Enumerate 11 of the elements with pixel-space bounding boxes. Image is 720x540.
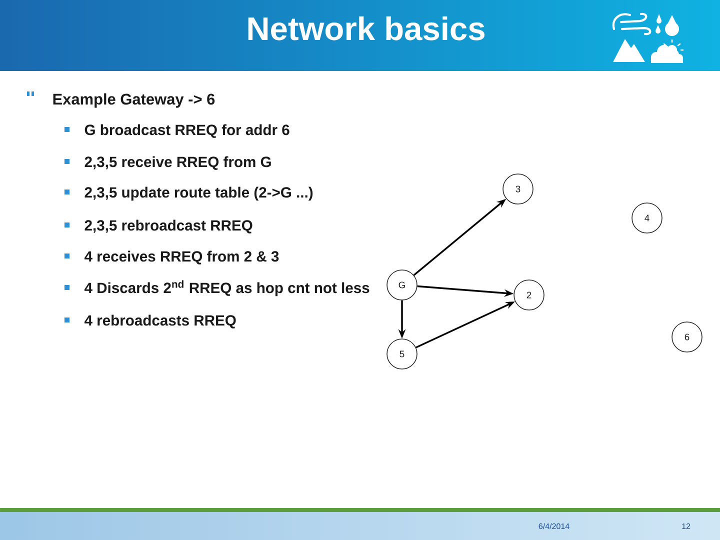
list-item: 2,3,5 update route table (2->G ...) (84, 186, 313, 201)
list-item: Example Gateway -> 6 (53, 93, 215, 108)
list-item: 4 Discards 2$^{nd}$ RREQ as hop cnt not less (84, 280, 370, 296)
list-item: G broadcast RREQ for addr 6 (84, 124, 290, 138)
list-item: 2,3,5 rebroadcast RREQ (84, 220, 252, 234)
list-item: 4 receives RREQ from 2 & 3 (84, 250, 279, 264)
footer-date: 6/4/2014 (538, 523, 570, 530)
title: Network basics (248, 16, 484, 40)
page-number: 12 (682, 523, 690, 529)
list-item: 4 rebroadcasts RREQ (84, 314, 236, 328)
list-item: 2,3,5 receive RREQ from G (84, 156, 271, 170)
